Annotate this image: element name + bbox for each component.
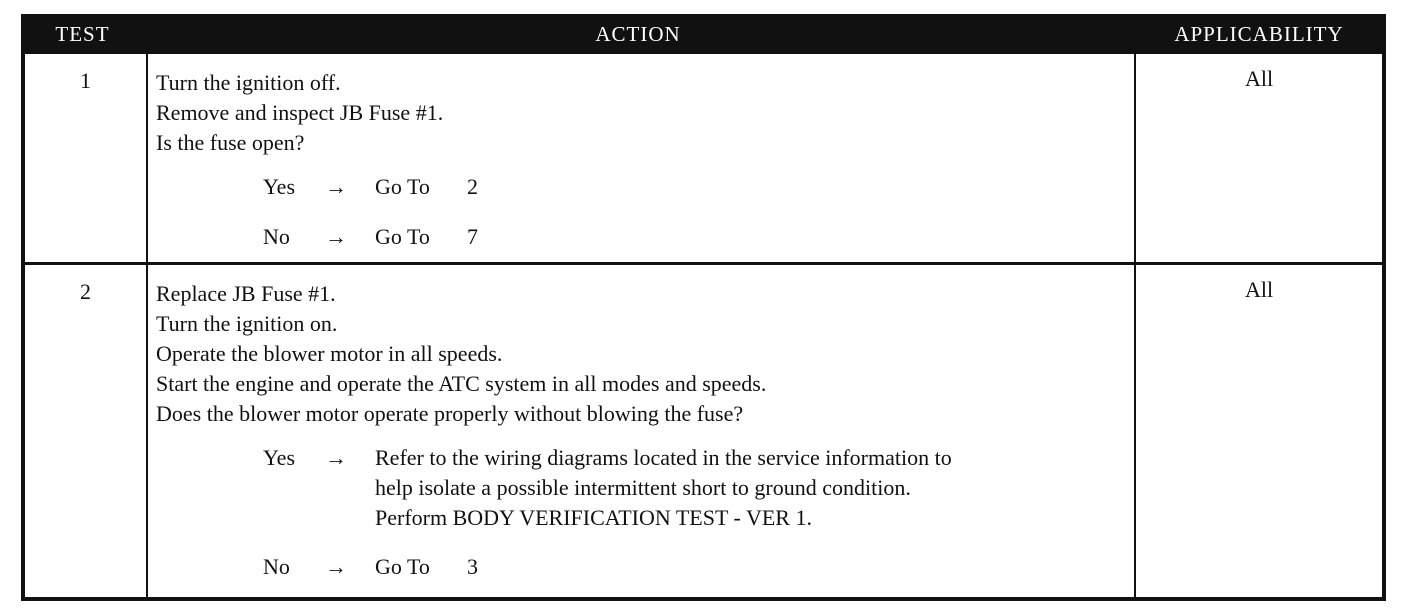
table-row: 2 Replace JB Fuse #1. Turn the ignition … — [25, 265, 1382, 597]
arrow-icon: → — [325, 554, 347, 579]
action-line: Remove and inspect JB Fuse #1. — [156, 100, 444, 125]
action-cell: Replace JB Fuse #1. Turn the ignition on… — [148, 265, 1136, 597]
yes-branch: Yes → Go To 2 — [263, 172, 663, 202]
instruction-line: Refer to the wiring diagrams located in … — [375, 445, 952, 470]
header-applicability: APPLICABILITY — [1174, 22, 1344, 46]
go-to-target: 7 — [467, 224, 478, 249]
test-number: 2 — [80, 279, 91, 304]
yes-label: Yes — [263, 174, 296, 199]
yes-branch: Yes → Refer to the wiring diagrams locat… — [263, 443, 1133, 533]
go-to-label: Go To — [375, 174, 430, 199]
no-branch: No → Go To 7 — [263, 222, 663, 252]
yes-instructions: Refer to the wiring diagrams located in … — [375, 443, 952, 533]
no-label: No — [263, 554, 290, 579]
go-to-target: 2 — [467, 174, 478, 199]
action-steps: Replace JB Fuse #1. Turn the ignition on… — [156, 279, 1130, 429]
instruction-line: Perform BODY VERIFICATION TEST - VER 1. — [375, 505, 812, 530]
table-row: 1 Turn the ignition off. Remove and insp… — [25, 54, 1382, 265]
action-line: Operate the blower motor in all speeds. — [156, 341, 503, 366]
applicability-cell: All — [1136, 265, 1382, 597]
yes-label: Yes — [263, 445, 296, 470]
action-line: Turn the ignition on. — [156, 311, 338, 336]
test-number-cell: 2 — [25, 265, 148, 597]
go-to-target: 3 — [467, 554, 478, 579]
applicability-value: All — [1244, 66, 1274, 91]
action-line: Start the engine and operate the ATC sys… — [156, 371, 767, 396]
applicability-cell: All — [1136, 54, 1382, 262]
applicability-value: All — [1244, 277, 1274, 302]
action-line: Is the fuse open? — [156, 130, 305, 155]
action-line: Replace JB Fuse #1. — [156, 281, 336, 306]
no-branch: No → Go To 3 — [263, 552, 663, 582]
test-number-cell: 1 — [25, 54, 148, 262]
no-label: No — [263, 224, 290, 249]
arrow-icon: → — [325, 174, 347, 199]
table-body: 1 Turn the ignition off. Remove and insp… — [21, 54, 1386, 601]
instruction-line: help isolate a possible intermittent sho… — [375, 475, 911, 500]
go-to-label: Go To — [375, 554, 430, 579]
header-test: TEST — [55, 22, 110, 46]
header-action: ACTION — [595, 22, 681, 46]
test-number: 1 — [80, 68, 91, 93]
go-to-label: Go To — [375, 224, 430, 249]
table-header: TEST ACTION APPLICABILITY — [21, 14, 1386, 54]
arrow-icon: → — [325, 224, 347, 249]
action-cell: Turn the ignition off. Remove and inspec… — [148, 54, 1136, 262]
action-steps: Turn the ignition off. Remove and inspec… — [156, 68, 1130, 158]
diagnostic-test-table: TEST ACTION APPLICABILITY 1 Turn the ign… — [21, 14, 1386, 601]
action-line: Does the blower motor operate properly w… — [156, 401, 744, 426]
arrow-icon: → — [325, 445, 347, 470]
action-line: Turn the ignition off. — [156, 70, 341, 95]
